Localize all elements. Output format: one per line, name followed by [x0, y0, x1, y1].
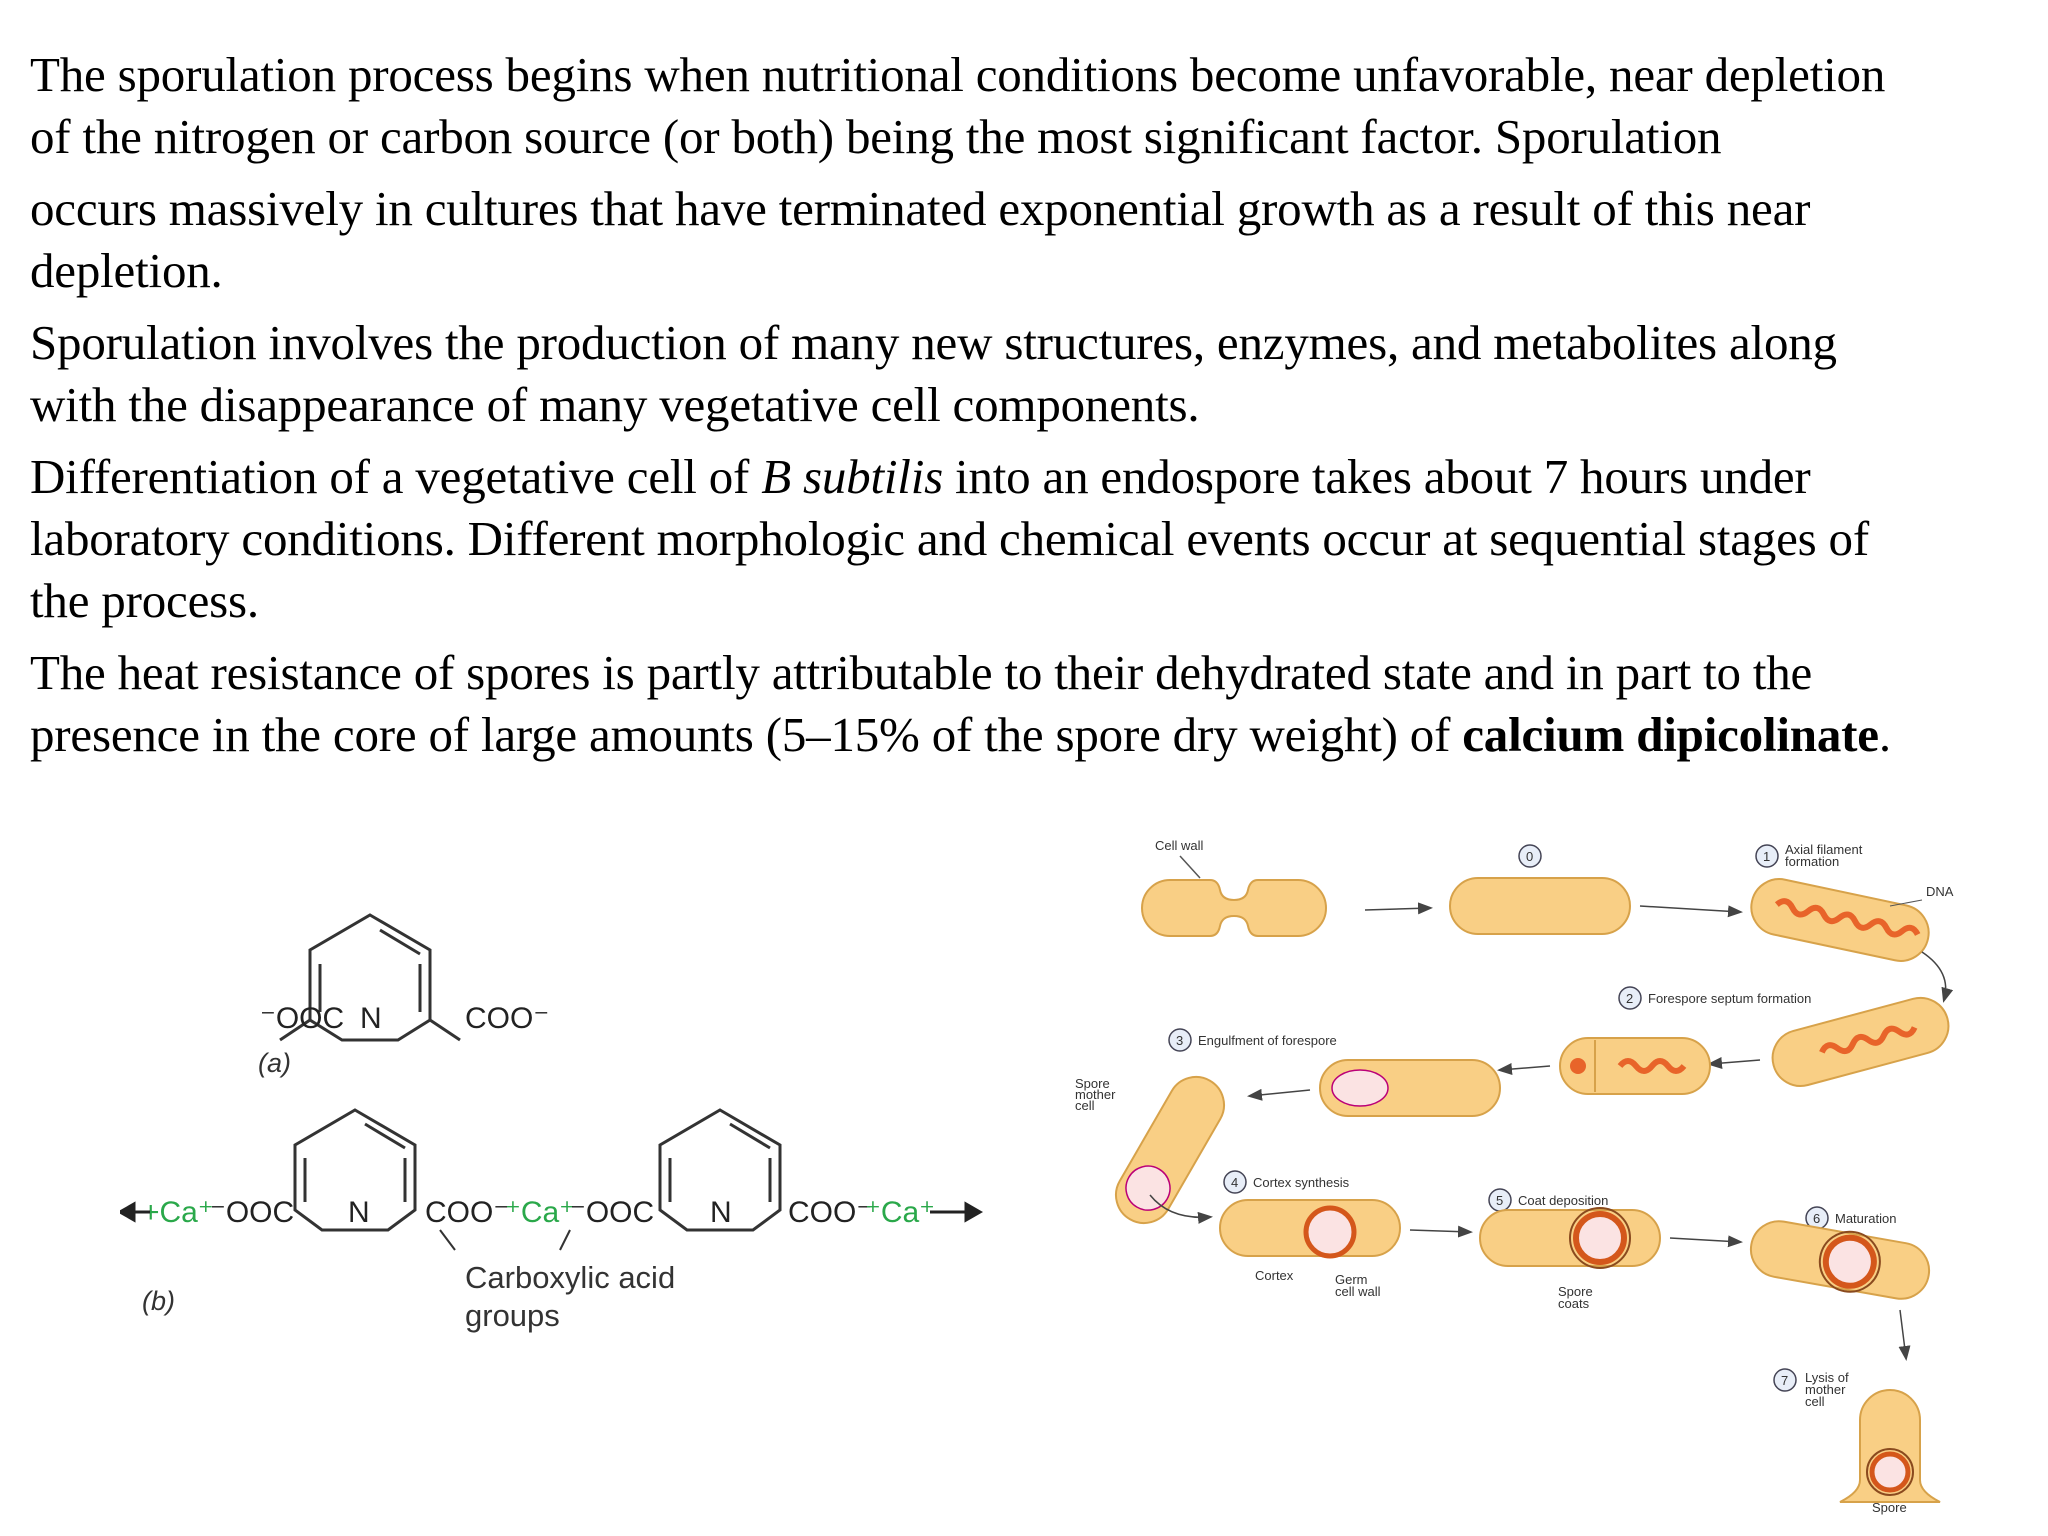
label-step7: Lysis of: [1805, 1370, 1849, 1385]
label-step4: Cortex synthesis: [1253, 1175, 1350, 1190]
text-run: .: [1878, 707, 1891, 762]
label-step6: Maturation: [1835, 1211, 1896, 1226]
text-line: The heat resistance of spores is partly …: [30, 645, 1813, 700]
text-line: with the disappearance of many vegetativ…: [30, 377, 1200, 432]
step-number: 3: [1176, 1033, 1183, 1048]
axial-filament-cell: [1750, 878, 1930, 962]
label-step1: Axial filament: [1785, 842, 1863, 857]
chem-group: COO⁻: [788, 1196, 872, 1229]
panel-label-a: (a): [258, 1048, 291, 1078]
label-step3: Engulfment of forespore: [1198, 1033, 1337, 1048]
chem-atom: N: [348, 1196, 370, 1229]
chem-group: ⁻OOC: [260, 1002, 344, 1035]
step-number: 5: [1496, 1193, 1503, 1208]
pyridine-ring-b1: [293, 1108, 417, 1232]
step-number: 2: [1626, 991, 1633, 1006]
text-line: Sporulation involves the production of m…: [30, 315, 1837, 370]
calcium-ion: ⁺Ca⁺: [505, 1196, 575, 1229]
label-germ-cell-wall: Germ: [1335, 1272, 1368, 1287]
paragraph-5: The heat resistance of spores is partly …: [30, 642, 2020, 766]
septum-cell: [1771, 996, 1950, 1087]
paragraph-3: Sporulation involves the production of m…: [30, 312, 2020, 436]
label-spore: Spore: [1872, 1500, 1907, 1515]
text-line: Differentiation of a vegetative cell of …: [30, 446, 2020, 508]
text-line: depletion.: [30, 243, 223, 298]
annotation-pointer: [439, 1229, 456, 1251]
text-line: The sporulation process begins when nutr…: [30, 47, 1886, 102]
step-number: 7: [1781, 1373, 1788, 1388]
chem-atom: N: [710, 1196, 732, 1229]
label-spore-coats: Spore: [1558, 1284, 1593, 1299]
step-number: 1: [1763, 849, 1770, 864]
sporulation-stages-figure: Cell wall 0 1 Axial filament formation D…: [1060, 820, 2020, 1520]
label-germ-cell-wall: cell wall: [1335, 1284, 1381, 1299]
label-dna: DNA: [1926, 884, 1954, 899]
text-run: Differentiation of a vegetative cell of: [30, 449, 762, 504]
dividing-cell: [1141, 879, 1327, 937]
body-text: The sporulation process begins when nutr…: [30, 44, 2020, 776]
sporulation-svg: Cell wall 0 1 Axial filament formation D…: [1075, 838, 1954, 1515]
label-mother-cell: cell: [1075, 1098, 1095, 1113]
text-line: the process.: [30, 573, 259, 628]
chem-group: ⁻OOC: [210, 1196, 294, 1229]
pyridine-ring-a: [279, 913, 461, 1042]
label-spore-coats: coats: [1558, 1296, 1590, 1311]
chem-group: ⁻OOC: [570, 1196, 654, 1229]
label-step5: Coat deposition: [1518, 1193, 1608, 1208]
text-line: occurs massively in cultures that have t…: [30, 181, 1811, 236]
annotation-label: groups: [465, 1298, 560, 1333]
step-number: 4: [1231, 1175, 1238, 1190]
paragraph-1: The sporulation process begins when nutr…: [30, 44, 2020, 168]
text-line: laboratory conditions. Different morphol…: [30, 511, 1869, 566]
mother-cell: [1115, 1075, 1225, 1225]
species-name: B subtilis: [761, 449, 943, 504]
calcium-ion: ⁺Ca⁺: [865, 1196, 935, 1229]
label-cell-wall: Cell wall: [1155, 838, 1204, 853]
chem-group: COO⁻: [425, 1196, 509, 1229]
label-step2: Forespore septum formation: [1648, 991, 1811, 1006]
arrow-left-icon: [116, 1201, 150, 1223]
label-step1: formation: [1785, 854, 1839, 869]
label-step7: cell: [1805, 1394, 1825, 1409]
chem-atom: N: [360, 1002, 382, 1035]
chem-group: COO⁻: [465, 1002, 549, 1035]
panel-label-b: (b): [142, 1286, 175, 1316]
text-line: presence in the core of large amounts (5…: [30, 704, 2020, 766]
label-cortex: Cortex: [1255, 1268, 1294, 1283]
annotation-label: Carboxylic acid: [465, 1260, 675, 1295]
text-run: presence in the core of large amounts (5…: [30, 707, 1463, 762]
lysing-cell: [1839, 1389, 1941, 1503]
calcium-ion: +Ca⁺: [142, 1196, 214, 1229]
arrow-right-icon: [930, 1201, 984, 1223]
dipicolinate-structure-figure: ⁻OOC N COO⁻ (a) +Ca⁺ ⁻OOC N COO⁻ ⁺Ca⁺ ⁻O…: [116, 880, 1040, 1340]
label-step7: mother: [1805, 1382, 1846, 1397]
annotation-pointer: [559, 1229, 571, 1251]
emphasis-term: calcium dipicolinate: [1462, 707, 1879, 762]
pyridine-ring-b2: [658, 1108, 782, 1232]
label-mother-cell: mother: [1075, 1087, 1116, 1102]
paragraph-2: occurs massively in cultures that have t…: [30, 178, 2020, 302]
text-run: into an endospore takes about 7 hours un…: [943, 449, 1811, 504]
text-line: of the nitrogen or carbon source (or bot…: [30, 109, 1722, 164]
step-number: 0: [1526, 849, 1533, 864]
paragraph-4: Differentiation of a vegetative cell of …: [30, 446, 2020, 632]
label-mother-cell: Spore: [1075, 1076, 1110, 1091]
maturation-cell: [1749, 1220, 1931, 1300]
step-number: 6: [1813, 1211, 1820, 1226]
vegetative-cell: [1449, 877, 1631, 935]
chem-structure-svg: ⁻OOC N COO⁻ (a) +Ca⁺ ⁻OOC N COO⁻ ⁺Ca⁺ ⁻O…: [116, 913, 984, 1333]
